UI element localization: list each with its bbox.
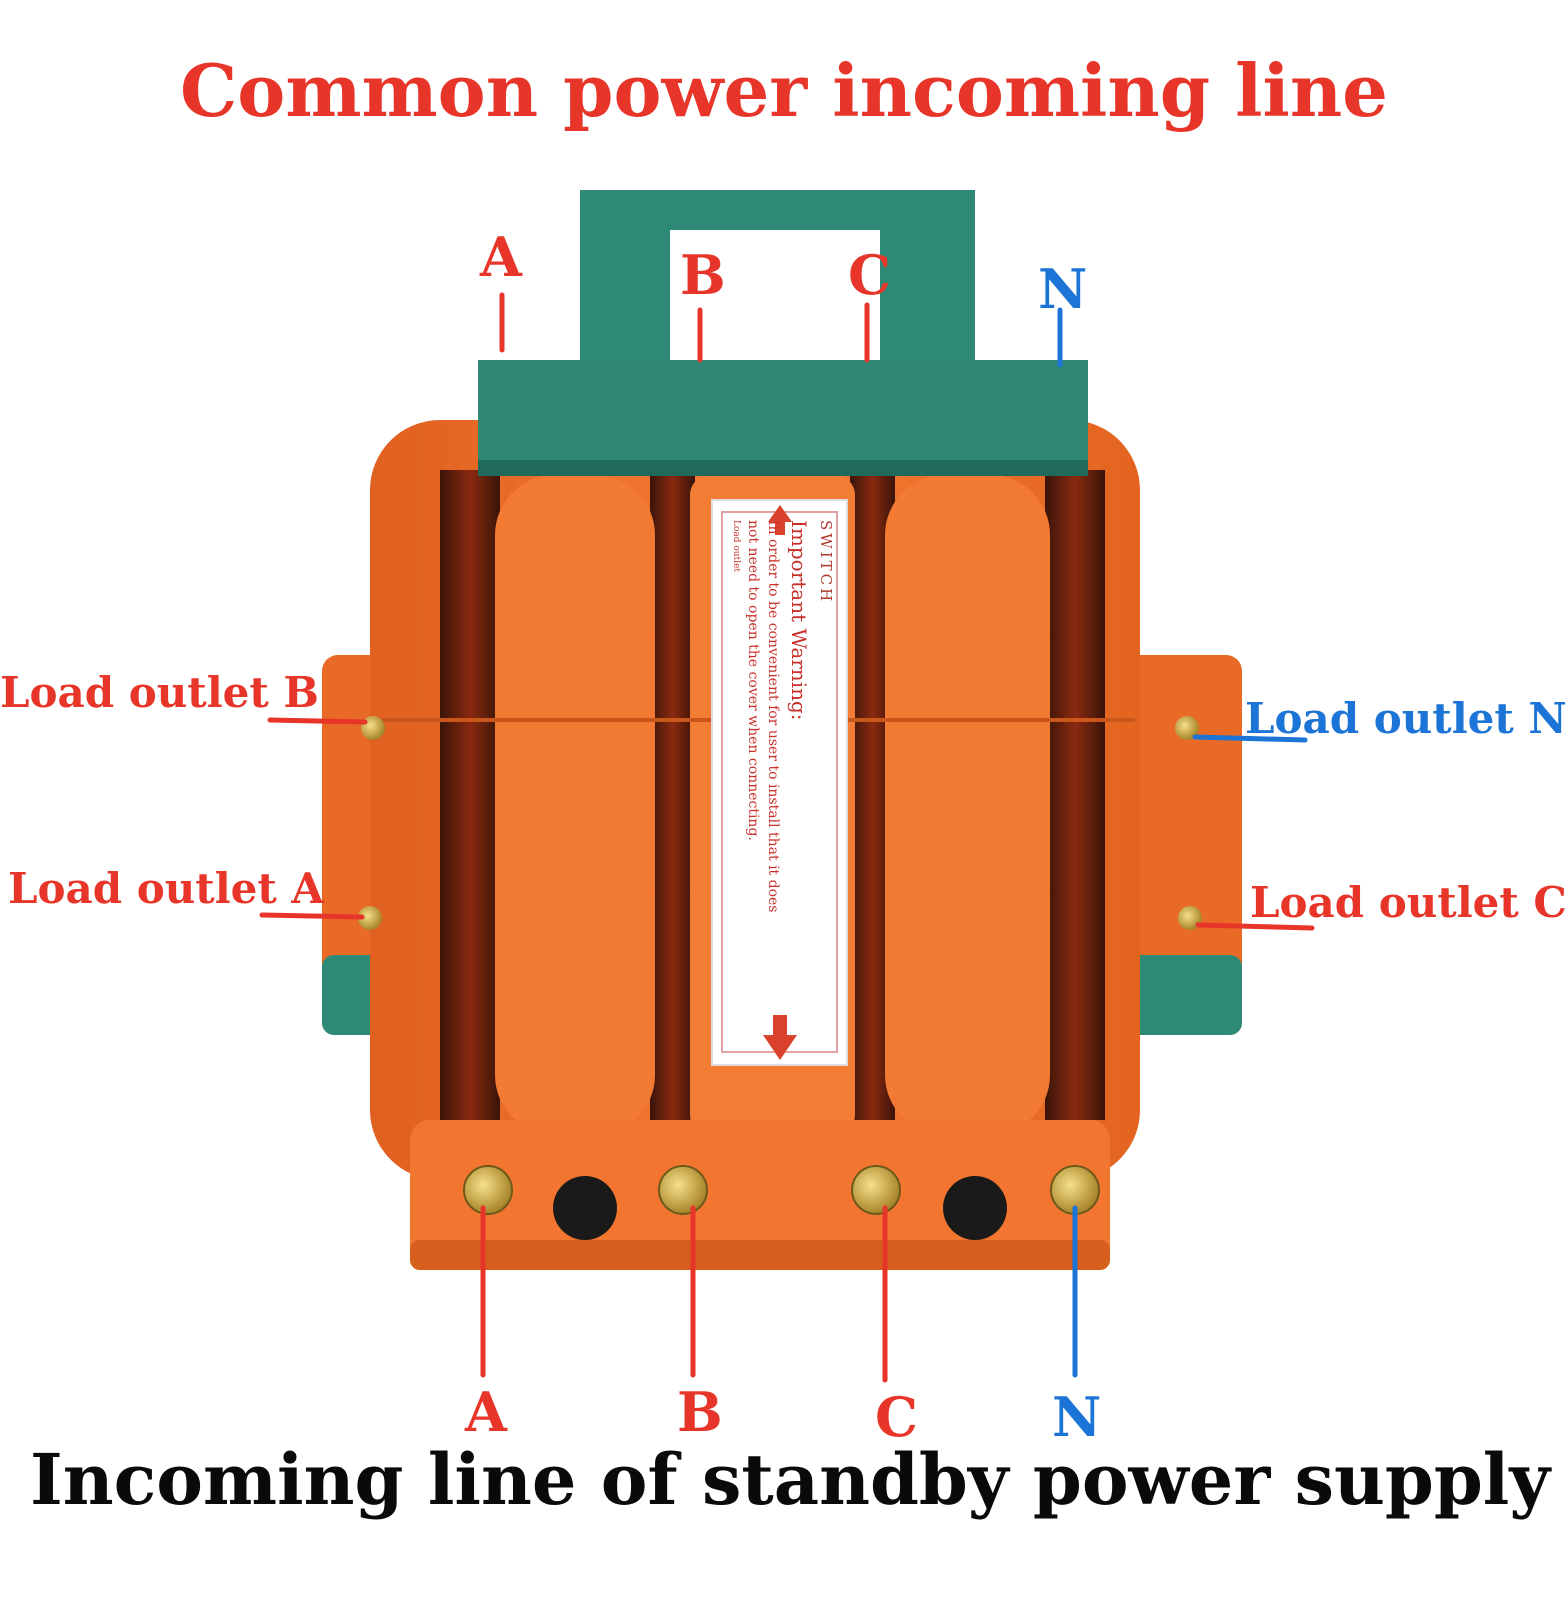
leader-outlet-a bbox=[259, 912, 365, 920]
mounting-hole-left bbox=[553, 1176, 617, 1240]
page-title: Common power incoming line bbox=[179, 48, 1388, 133]
outlet-n-label: Load outlet N bbox=[1245, 694, 1567, 743]
leader-outlet-n bbox=[1192, 734, 1308, 743]
handle bbox=[478, 190, 1088, 476]
bottom-phase-n: N bbox=[1052, 1385, 1102, 1449]
terminal-screw-b bbox=[658, 1165, 708, 1215]
terminal-screw-a bbox=[463, 1165, 513, 1215]
footer-caption: Incoming line of standby power supply bbox=[30, 1438, 1551, 1521]
top-phase-a: A bbox=[480, 225, 522, 289]
top-phase-b: B bbox=[680, 243, 726, 307]
right-mount-block bbox=[1112, 655, 1242, 1035]
bottom-terminals bbox=[463, 1165, 1100, 1240]
label-line1: In order to be convenient for user to in… bbox=[765, 520, 781, 913]
outlet-a-label: Load outlet A bbox=[8, 864, 324, 913]
mounting-hole-right bbox=[943, 1176, 1007, 1240]
warning-label bbox=[711, 499, 848, 1066]
arrow-up-icon bbox=[768, 505, 792, 535]
terminal-screw-outlet-a bbox=[358, 906, 382, 930]
top-phase-c: C bbox=[848, 243, 891, 307]
top-phase-n: N bbox=[1038, 257, 1088, 321]
leader-lines bbox=[259, 292, 1315, 1383]
bottom-phase-a: A bbox=[465, 1380, 507, 1444]
outlet-c-label: Load outlet C bbox=[1250, 878, 1567, 927]
leader-outlet-b bbox=[267, 717, 368, 725]
warning-label-text: SWITCH Important Warning: In order to be… bbox=[725, 520, 835, 1040]
arrow-down-icon bbox=[763, 1015, 797, 1060]
label-line2: not need to open the cover when connecti… bbox=[745, 520, 761, 841]
label-heading: Important Warning: bbox=[787, 520, 811, 721]
terminal-screw-c bbox=[851, 1165, 901, 1215]
bottom-phase-c: C bbox=[875, 1385, 918, 1449]
label-brand: SWITCH bbox=[817, 520, 835, 605]
label-small: Load outlet bbox=[731, 520, 741, 573]
leader-outlet-c bbox=[1195, 922, 1315, 931]
bottom-phase-b: B bbox=[677, 1380, 723, 1444]
outlet-b-label: Load outlet B bbox=[0, 668, 319, 717]
terminal-screw-outlet-n bbox=[1175, 716, 1199, 740]
